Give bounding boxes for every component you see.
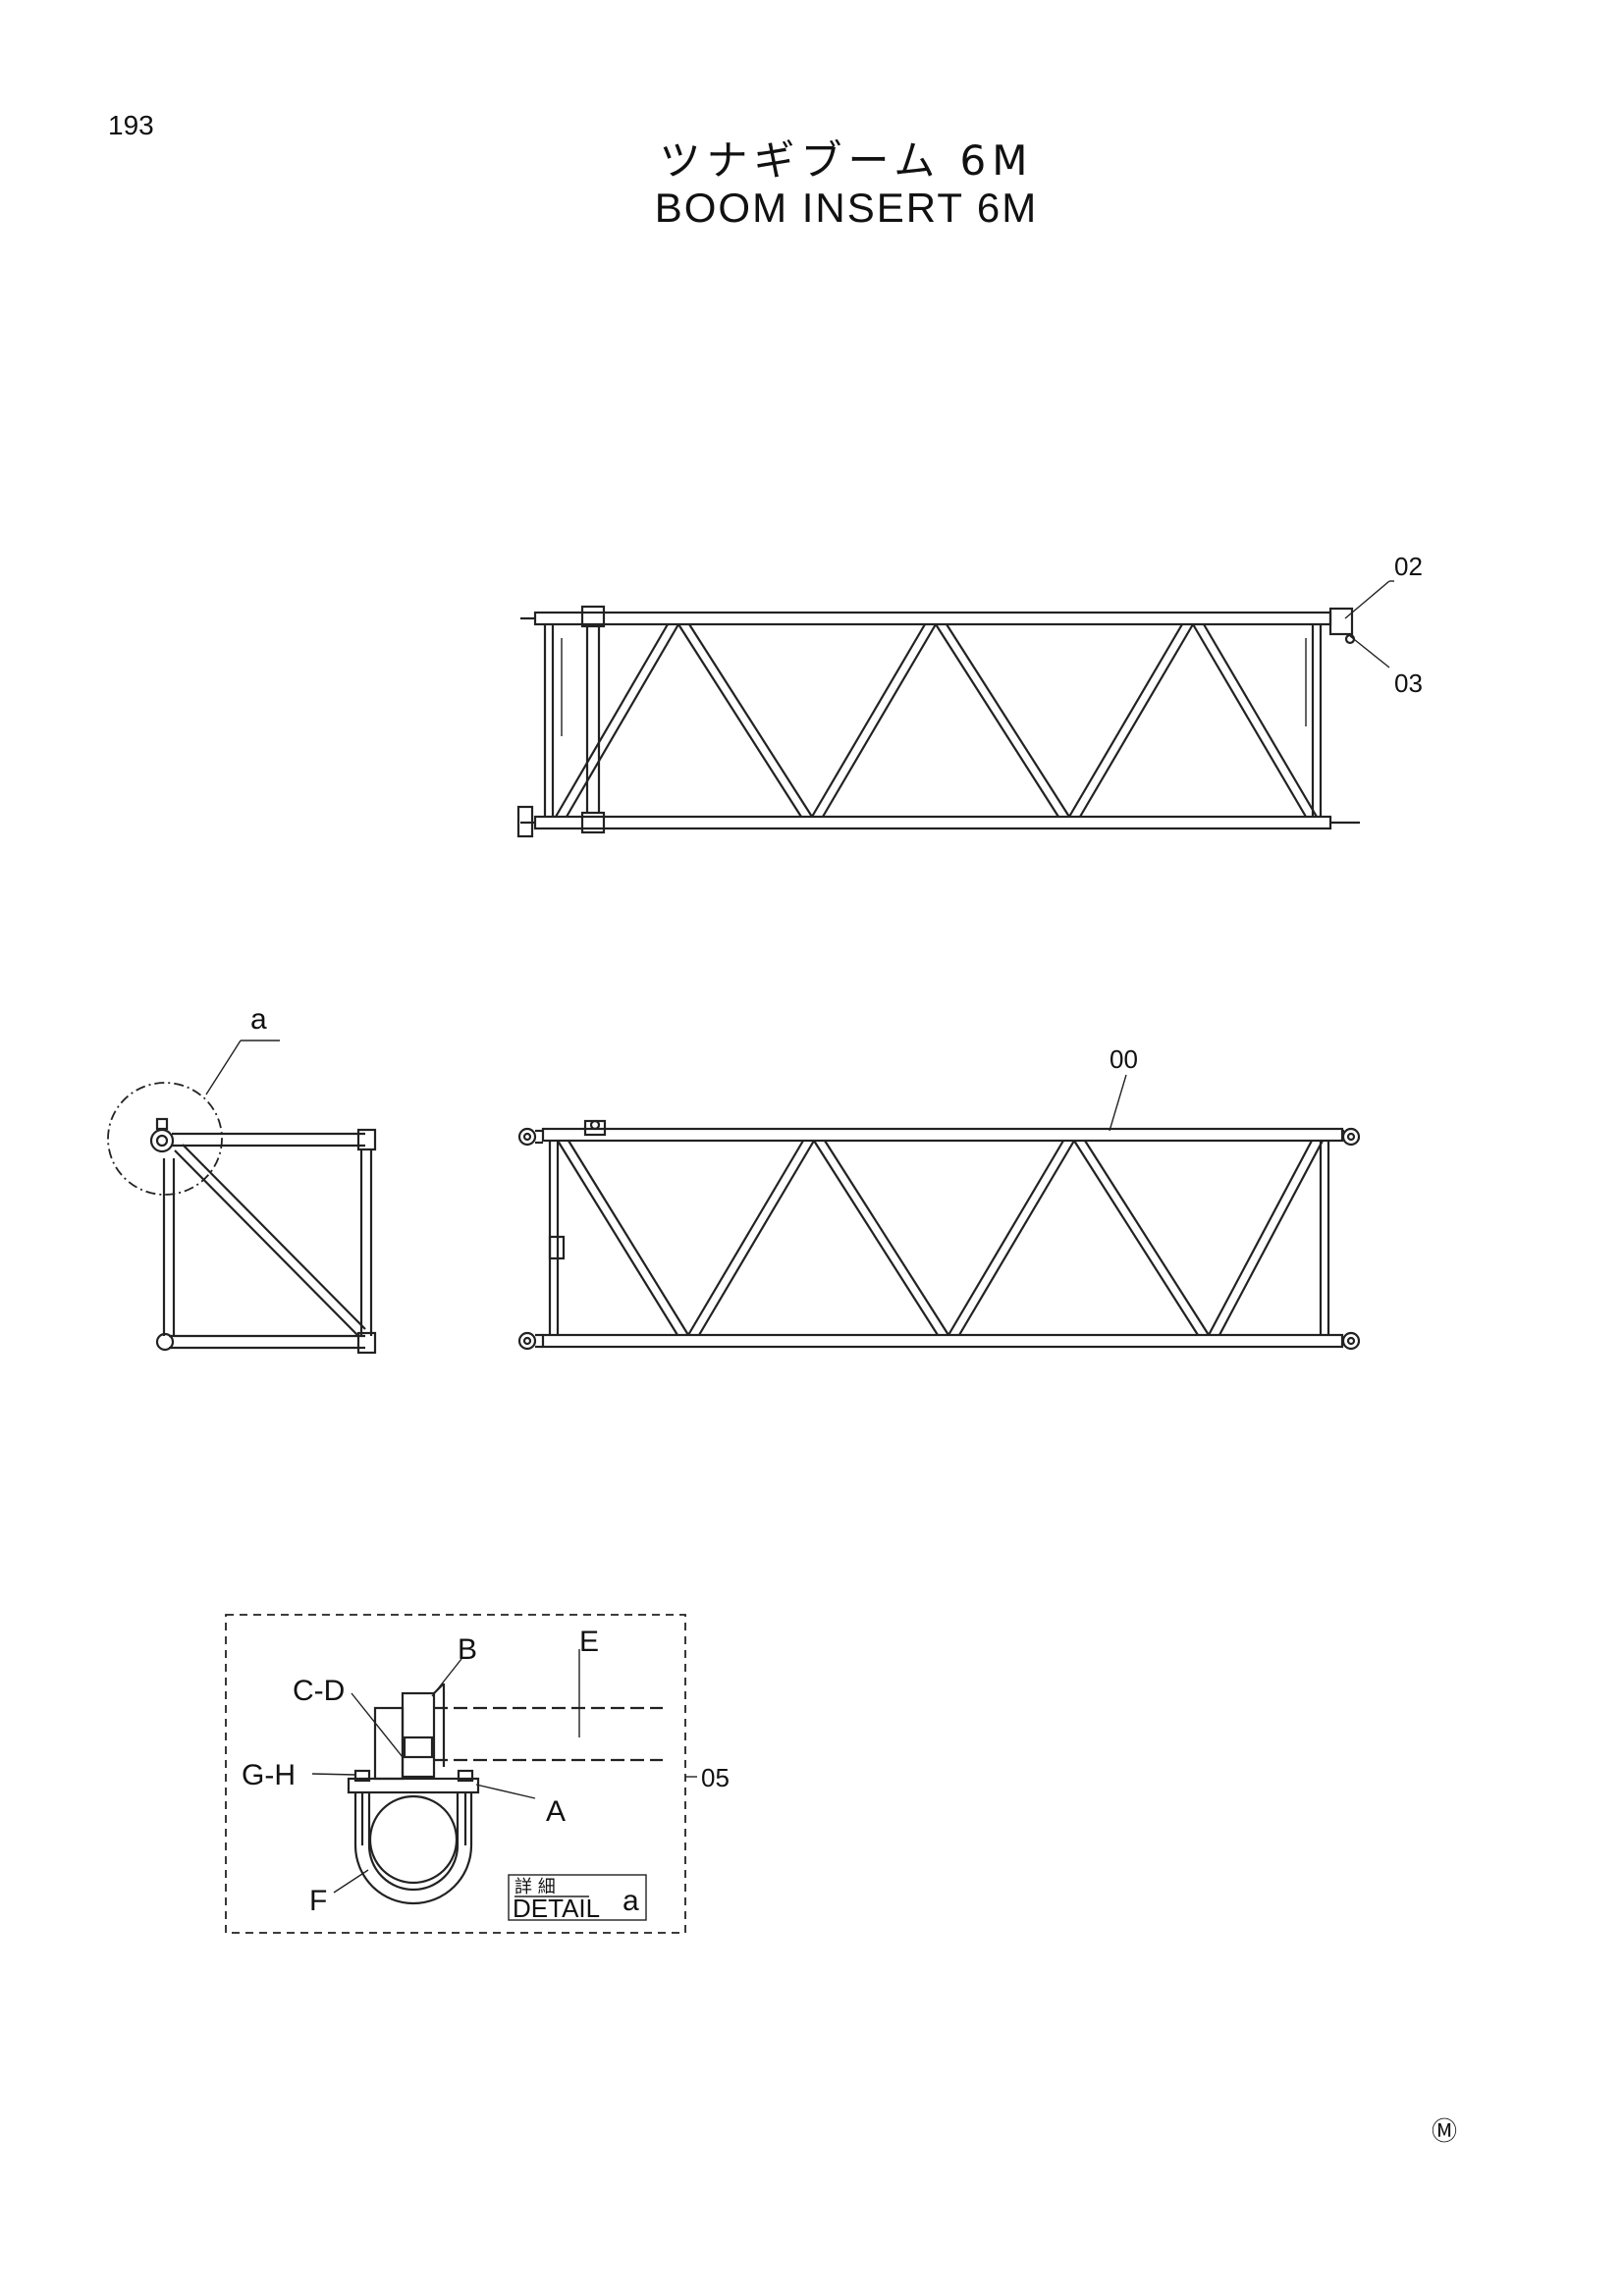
side-view-drawing [517,1074,1361,1351]
m-mark-icon: Ⓜ [1432,2116,1457,2146]
detail-label-en: DETAIL [513,1894,600,1923]
top-view-drawing [516,580,1394,838]
callout-03: 03 [1394,668,1423,698]
detail-label-jp: 詳 細 [514,1877,556,1897]
detail-part-e: E [579,1626,599,1658]
title-english: BOOM INSERT 6M [654,185,1039,231]
detail-a-box [225,1614,697,1934]
detail-part-b: B [458,1633,477,1666]
callout-a: a [250,1003,267,1036]
callout-02: 02 [1394,552,1423,581]
detail-part-f: F [309,1885,327,1917]
callout-05: 05 [701,1763,730,1792]
page-number: 193 [108,110,154,140]
title-japanese: ツナギブーム 6M [659,136,1034,185]
detail-label-suffix: a [623,1885,639,1917]
detail-part-g-h: G-H [242,1759,296,1791]
callout-00: 00 [1110,1044,1138,1074]
detail-part-a: A [546,1795,566,1828]
end-view-drawing [107,1040,377,1355]
detail-part-c-d: C-D [293,1675,345,1707]
